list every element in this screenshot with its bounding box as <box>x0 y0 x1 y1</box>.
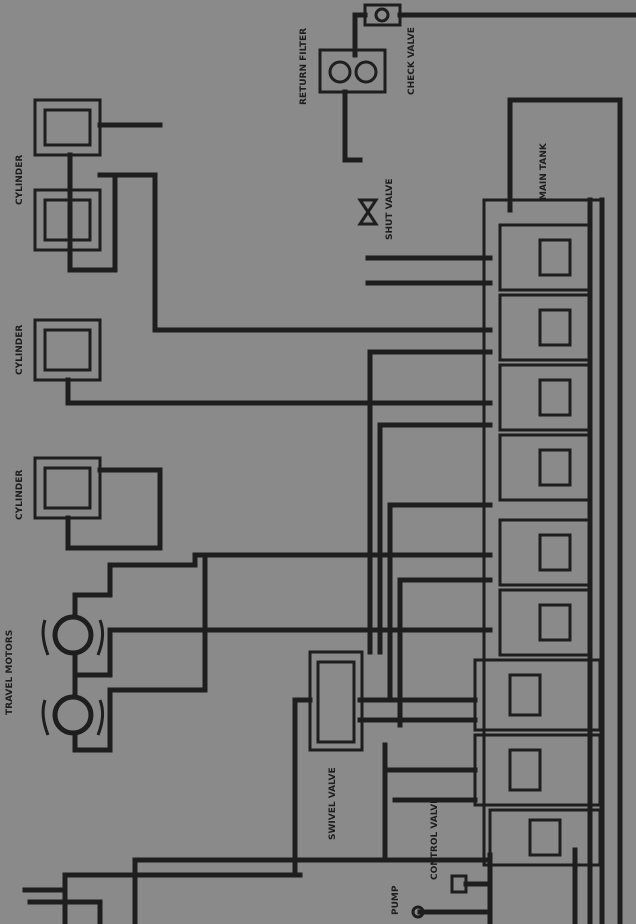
shut-valve <box>357 198 379 226</box>
schematic-labels: CHECK VALVE MAIN TANK RETURN FILTER SHUT… <box>5 27 549 915</box>
check-valve <box>352 3 636 58</box>
valve-section-2 <box>498 293 592 362</box>
label-swivel-valve: SWIVEL VALVE <box>328 767 338 840</box>
valve-section-9 <box>488 808 602 867</box>
valve-section-3 <box>498 363 592 432</box>
swivel-valve <box>308 650 364 752</box>
valve-section-1 <box>498 223 592 292</box>
cylinder-2 <box>33 318 102 382</box>
valve-section-7 <box>473 658 602 732</box>
valve-section-5 <box>498 518 592 587</box>
hydraulic-lines <box>22 122 578 924</box>
travel-motor-2 <box>41 694 105 736</box>
travel-motor-1 <box>41 614 105 656</box>
main-tank <box>318 48 387 163</box>
valve-section-8 <box>473 733 602 807</box>
cylinder-3 <box>33 456 102 520</box>
label-main-tank: MAIN TANK <box>539 142 549 200</box>
valve-section-4 <box>498 433 592 502</box>
label-shut-valve: SHUT VALVE <box>385 178 395 240</box>
label-check-valve: CHECK VALVE <box>407 27 417 95</box>
label-control-valve: CONTROL VALVE <box>430 798 440 880</box>
label-cylinder-1: CYLINDER <box>15 155 25 205</box>
label-cylinder-3: CYLINDER <box>15 470 25 520</box>
label-return-filter: RETURN FILTER <box>299 28 309 105</box>
valve-section-6 <box>498 588 592 657</box>
label-cylinder-2: CYLINDER <box>15 325 25 375</box>
label-travel-motors: TRAVEL MOTORS <box>5 630 15 715</box>
label-pump: PUMP <box>391 885 401 915</box>
